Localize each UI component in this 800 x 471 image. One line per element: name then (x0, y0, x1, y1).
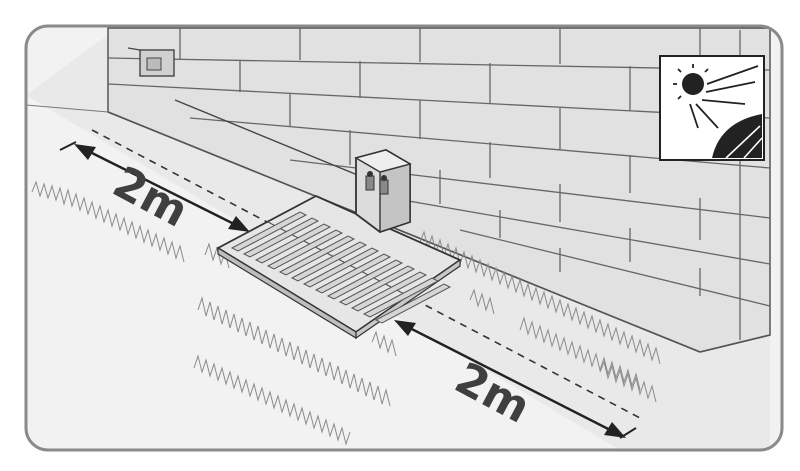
sun-icon (673, 64, 759, 129)
charging-station (216, 149, 462, 340)
umbrella-icon (712, 114, 763, 159)
distance-arrow-left (59, 141, 250, 232)
sun-and-umbrella-icon (659, 55, 765, 161)
distance-arrow-right (394, 320, 637, 439)
diagram-frame (24, 24, 784, 452)
wall-outlet (127, 47, 175, 77)
power-cable (174, 99, 361, 177)
